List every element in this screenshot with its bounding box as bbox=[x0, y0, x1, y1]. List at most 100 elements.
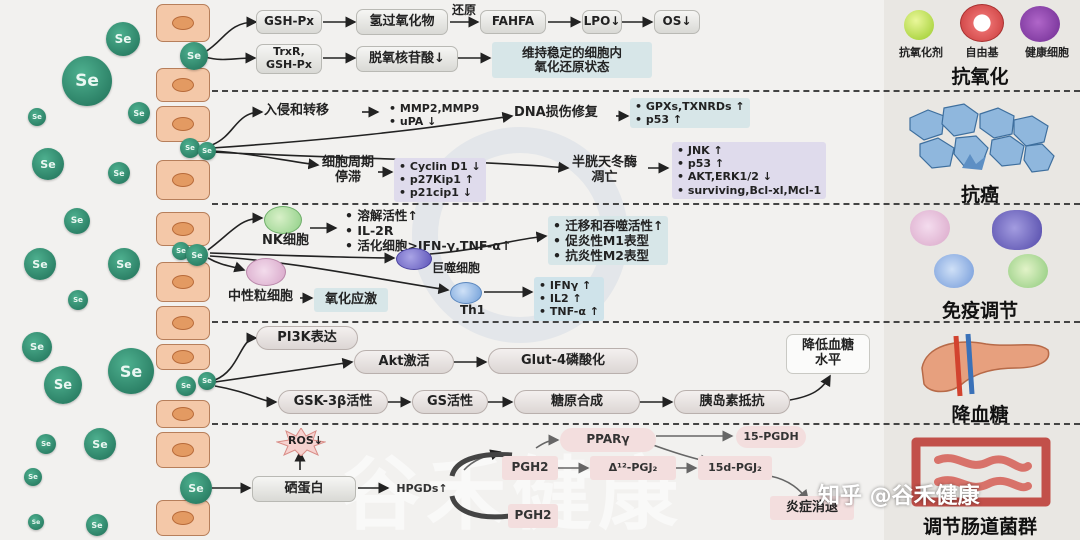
trxr-gsh-px-box: TrxR, GSH-Px bbox=[256, 44, 322, 74]
gsk3b-box: GSK-3β活性 bbox=[278, 390, 388, 414]
epithelial-cell bbox=[156, 212, 210, 246]
pancreas-icon bbox=[921, 333, 1050, 397]
th1-effects-list: IFNγ ↑IL2 ↑TNF-α ↑ bbox=[534, 277, 604, 321]
15d-pgj2-box: 15d-PGJ₂ bbox=[698, 456, 772, 480]
akt-box: Akt激活 bbox=[354, 350, 454, 374]
pgh2-box-top: PGH2 bbox=[502, 456, 558, 480]
invasion-markers-list: MMP2,MMP9uPA ↓ bbox=[384, 100, 484, 130]
epithelial-cell bbox=[156, 160, 210, 200]
th1-cell-icon bbox=[450, 282, 482, 304]
cell-cycle-arrest-label: 细胞周期 停滞 bbox=[322, 155, 375, 185]
neutrophil-icon bbox=[246, 258, 286, 286]
dna-repair-label: DNA损伤修复 bbox=[514, 105, 598, 120]
immune-cell-icon-1 bbox=[910, 210, 950, 246]
glycogen-synthesis-box: 糖原合成 bbox=[514, 390, 640, 414]
list-item: IL2 ↑ bbox=[539, 292, 599, 305]
glut4-box: Glut-4磷酸化 bbox=[488, 348, 638, 374]
selenium-particle: Se bbox=[128, 102, 150, 124]
selenium-particle: Se bbox=[62, 56, 112, 106]
healthy-cell-icon bbox=[1020, 6, 1060, 42]
insulin-resistance-box: 胰岛素抵抗 bbox=[674, 390, 790, 414]
macrophage-icon bbox=[396, 248, 432, 270]
selenium-particle: Se bbox=[68, 290, 88, 310]
neutrophil-label: 中性粒细胞 bbox=[228, 289, 294, 304]
gs-activity-box: GS活性 bbox=[412, 390, 488, 414]
list-item: GPXs,TXNRDs ↑ bbox=[635, 100, 745, 113]
section-title-immune: 免疫调节 bbox=[941, 300, 1018, 322]
epithelial-cell bbox=[156, 262, 210, 302]
pi3k-box: PI3K表达 bbox=[256, 326, 358, 350]
section-divider bbox=[212, 321, 1080, 323]
nk-effects-list: 溶解活性↑IL-2R活化细胞>IFN-γ,TNF-α↑ bbox=[340, 206, 516, 255]
antioxidant-icon bbox=[904, 10, 934, 40]
selenium-particle: Se bbox=[36, 434, 56, 454]
list-item: p21cip1 ↓ bbox=[399, 186, 481, 199]
nk-cell-icon bbox=[264, 206, 302, 234]
selenium-particle: Se bbox=[176, 376, 196, 396]
selenium-particle: Se bbox=[108, 248, 140, 280]
list-item: JNK ↑ bbox=[677, 144, 821, 157]
section-divider bbox=[212, 203, 1080, 205]
selenium-particle: Se bbox=[172, 242, 190, 260]
list-item: p53 ↑ bbox=[677, 157, 821, 170]
inflammation-resolution-box: 炎症消退 bbox=[770, 496, 854, 520]
epithelial-cell bbox=[156, 4, 210, 42]
section-divider bbox=[212, 423, 1080, 425]
epithelial-cell bbox=[156, 68, 210, 102]
selenium-particle: Se bbox=[32, 148, 64, 180]
selenium-particle: Se bbox=[28, 514, 44, 530]
selenium-particle: Se bbox=[22, 332, 52, 362]
section-title-gut-microbiota: 调节肠道菌群 bbox=[922, 516, 1037, 538]
selenium-particle: Se bbox=[86, 514, 108, 536]
pgh2-box-bottom: PGH2 bbox=[508, 504, 558, 528]
section-title-antioxidant: 抗氧化 bbox=[951, 66, 1009, 88]
redox-state-box: 维持稳定的细胞内 氧化还原状态 bbox=[492, 42, 652, 78]
list-item: MMP2,MMP9 bbox=[389, 102, 479, 115]
list-item: p27Kip1 ↑ bbox=[399, 173, 481, 186]
epithelial-cell bbox=[156, 106, 210, 142]
macrophage-label: 巨噬细胞 bbox=[432, 261, 481, 275]
selenium-particle: Se bbox=[108, 162, 130, 184]
epithelial-cell bbox=[156, 306, 210, 340]
reduce-label: 还原 bbox=[452, 3, 477, 17]
legend-antioxidant: 抗氧化剂 bbox=[899, 46, 943, 59]
apoptosis-list: JNK ↑p53 ↑AKT,ERK1/2 ↓surviving,Bcl-xl,M… bbox=[672, 142, 827, 199]
selenoprotein-box: 硒蛋白 bbox=[252, 476, 356, 502]
selenium-particle: Se bbox=[198, 142, 216, 160]
list-item: IFNγ ↑ bbox=[539, 279, 599, 292]
caspase-apoptosis-label: 半胱天冬酶 凋亡 bbox=[572, 155, 638, 185]
selenium-particle: Se bbox=[180, 138, 200, 158]
gsh-px-box: GSH-Px bbox=[256, 10, 322, 34]
list-item: p53 ↑ bbox=[635, 113, 745, 126]
selenium-particle: Se bbox=[24, 248, 56, 280]
list-item: AKT,ERK1/2 ↓ bbox=[677, 170, 821, 183]
deoxynucleotide-box: 脱氧核苷酸↓ bbox=[356, 46, 458, 72]
immune-cell-icon-2 bbox=[992, 210, 1042, 250]
selenium-particle: Se bbox=[108, 348, 154, 394]
selenium-particle: Se bbox=[28, 108, 46, 126]
th1-label: Th1 bbox=[460, 303, 486, 317]
macrophage-effects-list: 迁移和吞噬活性↑促炎性M1表型抗炎性M2表型 bbox=[548, 216, 669, 265]
dna-repair-list: GPXs,TXNRDs ↑p53 ↑ bbox=[630, 98, 750, 129]
os-box: OS↓ bbox=[654, 10, 700, 34]
lower-glucose-box: 降低血糖 水平 bbox=[786, 334, 870, 374]
selenium-particle: Se bbox=[64, 208, 90, 234]
legend-free-radical: 自由基 bbox=[965, 46, 999, 59]
section-divider bbox=[212, 90, 1080, 92]
selenium-particle: Se bbox=[180, 472, 212, 504]
selenium-particle: Se bbox=[106, 22, 140, 56]
tumor-cells-icon bbox=[909, 103, 1055, 173]
immune-cell-icon-3 bbox=[934, 254, 974, 288]
list-item: IL-2R bbox=[345, 223, 511, 238]
hydroperoxide-box: 氢过氧化物 bbox=[356, 9, 448, 35]
ppar-gamma-box: PPARγ bbox=[560, 428, 656, 452]
list-item: 溶解活性↑ bbox=[345, 208, 511, 223]
epithelial-cell bbox=[156, 432, 210, 468]
section-title-hypoglycemic: 降血糖 bbox=[951, 404, 1009, 426]
lpo-box: LPO↓ bbox=[582, 10, 622, 34]
author-signature: 知乎 @谷禾健康 bbox=[818, 484, 980, 509]
epithelial-cell bbox=[156, 344, 210, 370]
intestine-icon bbox=[911, 437, 1051, 507]
pgj2-box: Δ¹²-PGJ₂ bbox=[590, 456, 676, 480]
